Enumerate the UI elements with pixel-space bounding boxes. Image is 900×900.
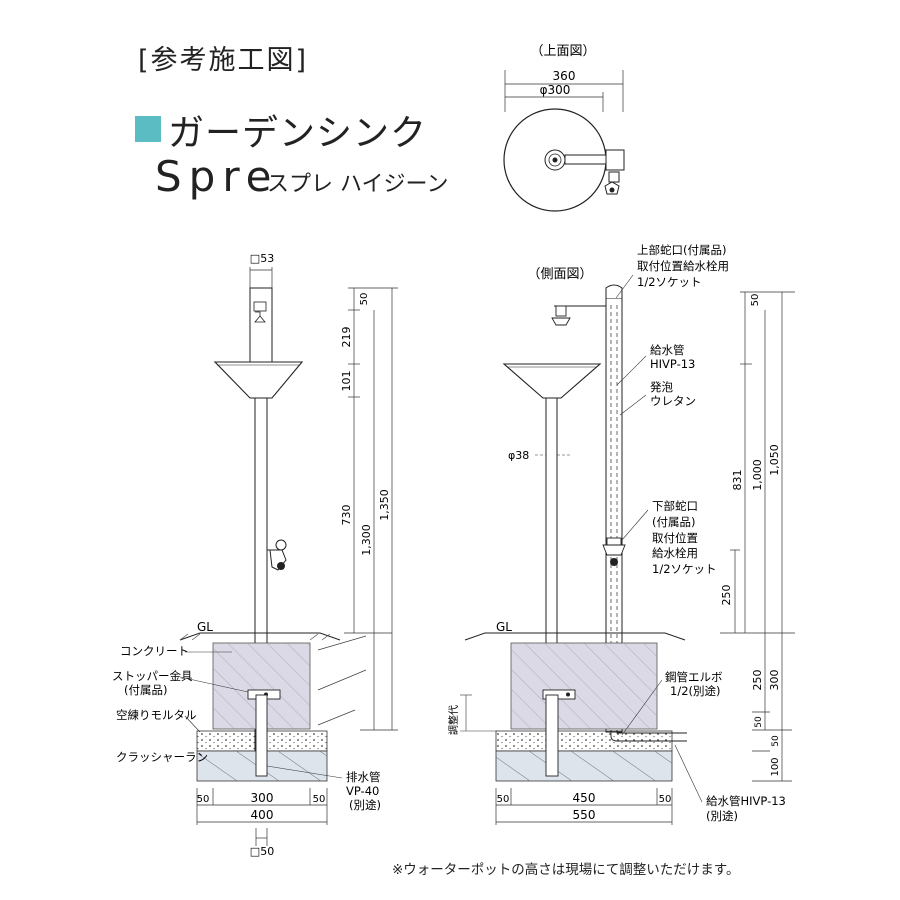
basin-side [502, 363, 602, 399]
label-elbow-1: 鋼管エルボ [665, 670, 723, 684]
label-drain-1: 排水管 [346, 770, 381, 784]
side-dim-300: 300 [768, 670, 781, 691]
label-drain-3: (別途) [349, 798, 381, 812]
label-upper-faucet-1: 上部蛇口(付属品) [637, 243, 726, 257]
side-view-title: （側面図） [527, 267, 592, 282]
top-dim-inner: φ300 [540, 83, 571, 97]
label-lower-faucet-5: 1/2ソケット [652, 562, 717, 576]
label-concrete: コンクリート [120, 644, 189, 658]
side-dim-100: 100 [770, 757, 781, 776]
side-gl: GL [496, 620, 512, 634]
front-dim-101: 101 [340, 371, 353, 392]
label-lower-faucet-4: 給水栓用 [652, 546, 698, 560]
side-bottom-dim-450: 450 [573, 791, 596, 805]
label-lower-faucet-1: 下部蛇口 [652, 499, 698, 513]
faucet-top [608, 171, 620, 183]
drawing-title: [参考施工図] [138, 45, 309, 76]
label-adjust: 調整代 [447, 705, 460, 735]
lower-faucet-side [602, 537, 626, 566]
front-dim-219: 219 [340, 327, 353, 348]
label-upper-faucet-2: 取付位置給水栓用 [637, 259, 729, 273]
top-view: （上面図） 360 φ300 [503, 44, 625, 212]
side-stopper-bracket [542, 689, 576, 700]
side-dim-250-lower: 250 [751, 670, 764, 691]
label-pipe-1: 給水管 [650, 343, 685, 357]
top-view-title: （上面図） [530, 44, 595, 59]
upper-faucet [555, 305, 567, 317]
side-bottom-dim-550: 550 [573, 808, 596, 822]
spout-top [564, 154, 608, 165]
label-foam-1: 発泡 [650, 380, 673, 394]
lower-faucet-front [267, 539, 287, 571]
model-name-latin: Spre [155, 152, 279, 201]
side-dim-50-mid: 50 [754, 716, 764, 728]
front-bottom-dim-400: 400 [251, 808, 274, 822]
label-pipe-2: HIVP-13 [650, 357, 695, 371]
drain-pipe [255, 694, 268, 777]
post-upper [249, 287, 273, 363]
label-supply-1: 給水管HIVP-13 [706, 794, 786, 808]
label-elbow-2: 1/2(別途) [670, 684, 720, 698]
side-bottom-dim-50a: 50 [497, 794, 510, 805]
supply-pipe [610, 730, 687, 742]
accent-square [135, 116, 161, 142]
front-bottom-dim-300: 300 [251, 791, 274, 805]
side-dim-250-upper: 250 [720, 585, 733, 606]
label-stopper-1: ストッパー金具 [112, 669, 193, 683]
side-bottom-dim-50b: 50 [659, 794, 672, 805]
side-dim-1050: 1,050 [768, 444, 781, 476]
front-dim-50: 50 [359, 293, 370, 306]
label-drain-2: VP-40 [346, 784, 379, 798]
footer-note: ※ウォーターポットの高さは現場にて調整いただけます。 [392, 862, 740, 878]
front-bottom-dim-50a: 50 [197, 794, 210, 805]
product-name: ガーデンシンク [168, 113, 428, 154]
front-dim-1350: 1,350 [378, 489, 391, 521]
front-bottom-dim-50b: 50 [313, 794, 326, 805]
side-dim-831: 831 [731, 470, 744, 491]
top-dim-outer: 360 [553, 69, 576, 83]
front-dim-730: 730 [340, 505, 353, 526]
front-dim-1300: 1,300 [360, 524, 373, 556]
front-gl: GL [197, 620, 213, 634]
label-mortar: 空練りモルタル [116, 708, 197, 722]
label-upper-faucet-3: 1/2ソケット [637, 275, 702, 289]
side-view: （側面図） φ38 上部蛇口(付属品) 取付位置給水栓用 1/2ソケット 給水管 [447, 243, 795, 825]
front-view: □53 50 219 101 730 [112, 252, 398, 858]
side-dim-50-mortar: 50 [771, 735, 781, 747]
basin-front [213, 361, 304, 399]
side-diameter: φ38 [508, 449, 529, 462]
base-size: □50 [250, 845, 274, 858]
side-dim-1000: 1,000 [751, 459, 764, 491]
label-supply-2: (別途) [706, 809, 738, 823]
label-crusher: クラッシャーラン [116, 750, 208, 764]
side-dim-50-top: 50 [750, 294, 761, 307]
label-lower-faucet-3: 取付位置 [652, 531, 698, 545]
label-foam-2: ウレタン [650, 394, 696, 408]
model-name-kana: スプレ ハイジーン [267, 172, 449, 197]
label-lower-faucet-2: (付属品) [652, 515, 695, 529]
post-size: □53 [250, 252, 274, 265]
label-stopper-2: (付属品) [124, 683, 167, 697]
